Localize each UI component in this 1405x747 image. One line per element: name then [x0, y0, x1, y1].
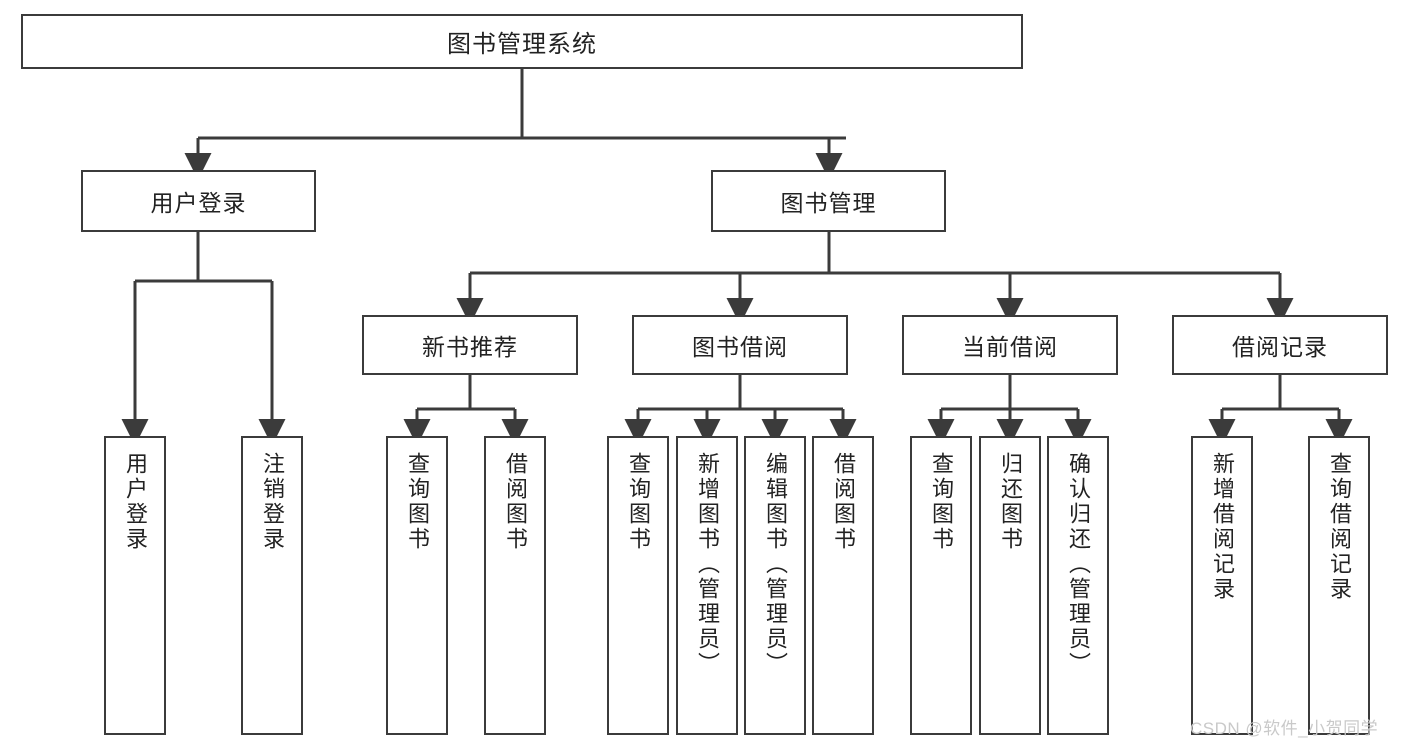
node-leaf-query-book-2-label: 查询图书 — [626, 452, 651, 552]
node-borrow-record[interactable]: 借阅记录 — [1172, 315, 1388, 375]
node-new-book-rec-label: 新书推荐 — [422, 334, 518, 360]
node-leaf-confirm-return[interactable]: 确认归还（管理员） — [1047, 436, 1109, 735]
node-leaf-query-book-3[interactable]: 查询图书 — [910, 436, 972, 735]
node-root[interactable]: 图书管理系统 — [21, 14, 1023, 69]
node-book-borrow-label: 图书借阅 — [692, 334, 788, 360]
node-leaf-borrow-book-1-label: 借阅图书 — [503, 452, 528, 552]
node-leaf-add-book-label: 新增图书（管理员） — [695, 452, 720, 677]
node-new-book-rec[interactable]: 新书推荐 — [362, 315, 578, 375]
node-leaf-return-book-label: 归还图书 — [998, 452, 1023, 552]
node-leaf-borrow-book-2[interactable]: 借阅图书 — [812, 436, 874, 735]
node-leaf-user-login-label: 用户登录 — [123, 452, 148, 552]
node-leaf-query-book-3-label: 查询图书 — [929, 452, 954, 552]
node-current-borrow-label: 当前借阅 — [962, 334, 1058, 360]
node-leaf-add-record-label: 新增借阅记录 — [1210, 452, 1235, 602]
node-leaf-query-book-2[interactable]: 查询图书 — [607, 436, 669, 735]
node-book-manage[interactable]: 图书管理 — [711, 170, 946, 232]
node-leaf-edit-book[interactable]: 编辑图书（管理员） — [744, 436, 806, 735]
node-leaf-confirm-return-label: 确认归还（管理员） — [1066, 452, 1091, 677]
node-leaf-add-record[interactable]: 新增借阅记录 — [1191, 436, 1253, 735]
node-leaf-borrow-book-2-label: 借阅图书 — [831, 452, 856, 552]
node-leaf-edit-book-label: 编辑图书（管理员） — [763, 452, 788, 677]
node-user-login-label: 用户登录 — [150, 190, 247, 216]
node-leaf-add-book[interactable]: 新增图书（管理员） — [676, 436, 738, 735]
node-user-login[interactable]: 用户登录 — [81, 170, 316, 232]
node-leaf-borrow-book-1[interactable]: 借阅图书 — [484, 436, 546, 735]
node-book-manage-label: 图书管理 — [780, 190, 877, 216]
node-leaf-query-book-1[interactable]: 查询图书 — [386, 436, 448, 735]
node-current-borrow[interactable]: 当前借阅 — [902, 315, 1118, 375]
node-root-label: 图书管理系统 — [447, 31, 597, 58]
node-leaf-query-record-label: 查询借阅记录 — [1327, 452, 1352, 602]
node-leaf-return-book[interactable]: 归还图书 — [979, 436, 1041, 735]
node-leaf-user-login[interactable]: 用户登录 — [104, 436, 166, 735]
node-leaf-logout-label: 注销登录 — [260, 452, 285, 552]
node-leaf-query-record[interactable]: 查询借阅记录 — [1308, 436, 1370, 735]
node-leaf-query-book-1-label: 查询图书 — [405, 452, 430, 552]
node-borrow-record-label: 借阅记录 — [1232, 334, 1328, 360]
node-book-borrow[interactable]: 图书借阅 — [632, 315, 848, 375]
csdn-watermark: CSDN @软件_小贺同学 — [1190, 719, 1379, 738]
node-leaf-logout[interactable]: 注销登录 — [241, 436, 303, 735]
